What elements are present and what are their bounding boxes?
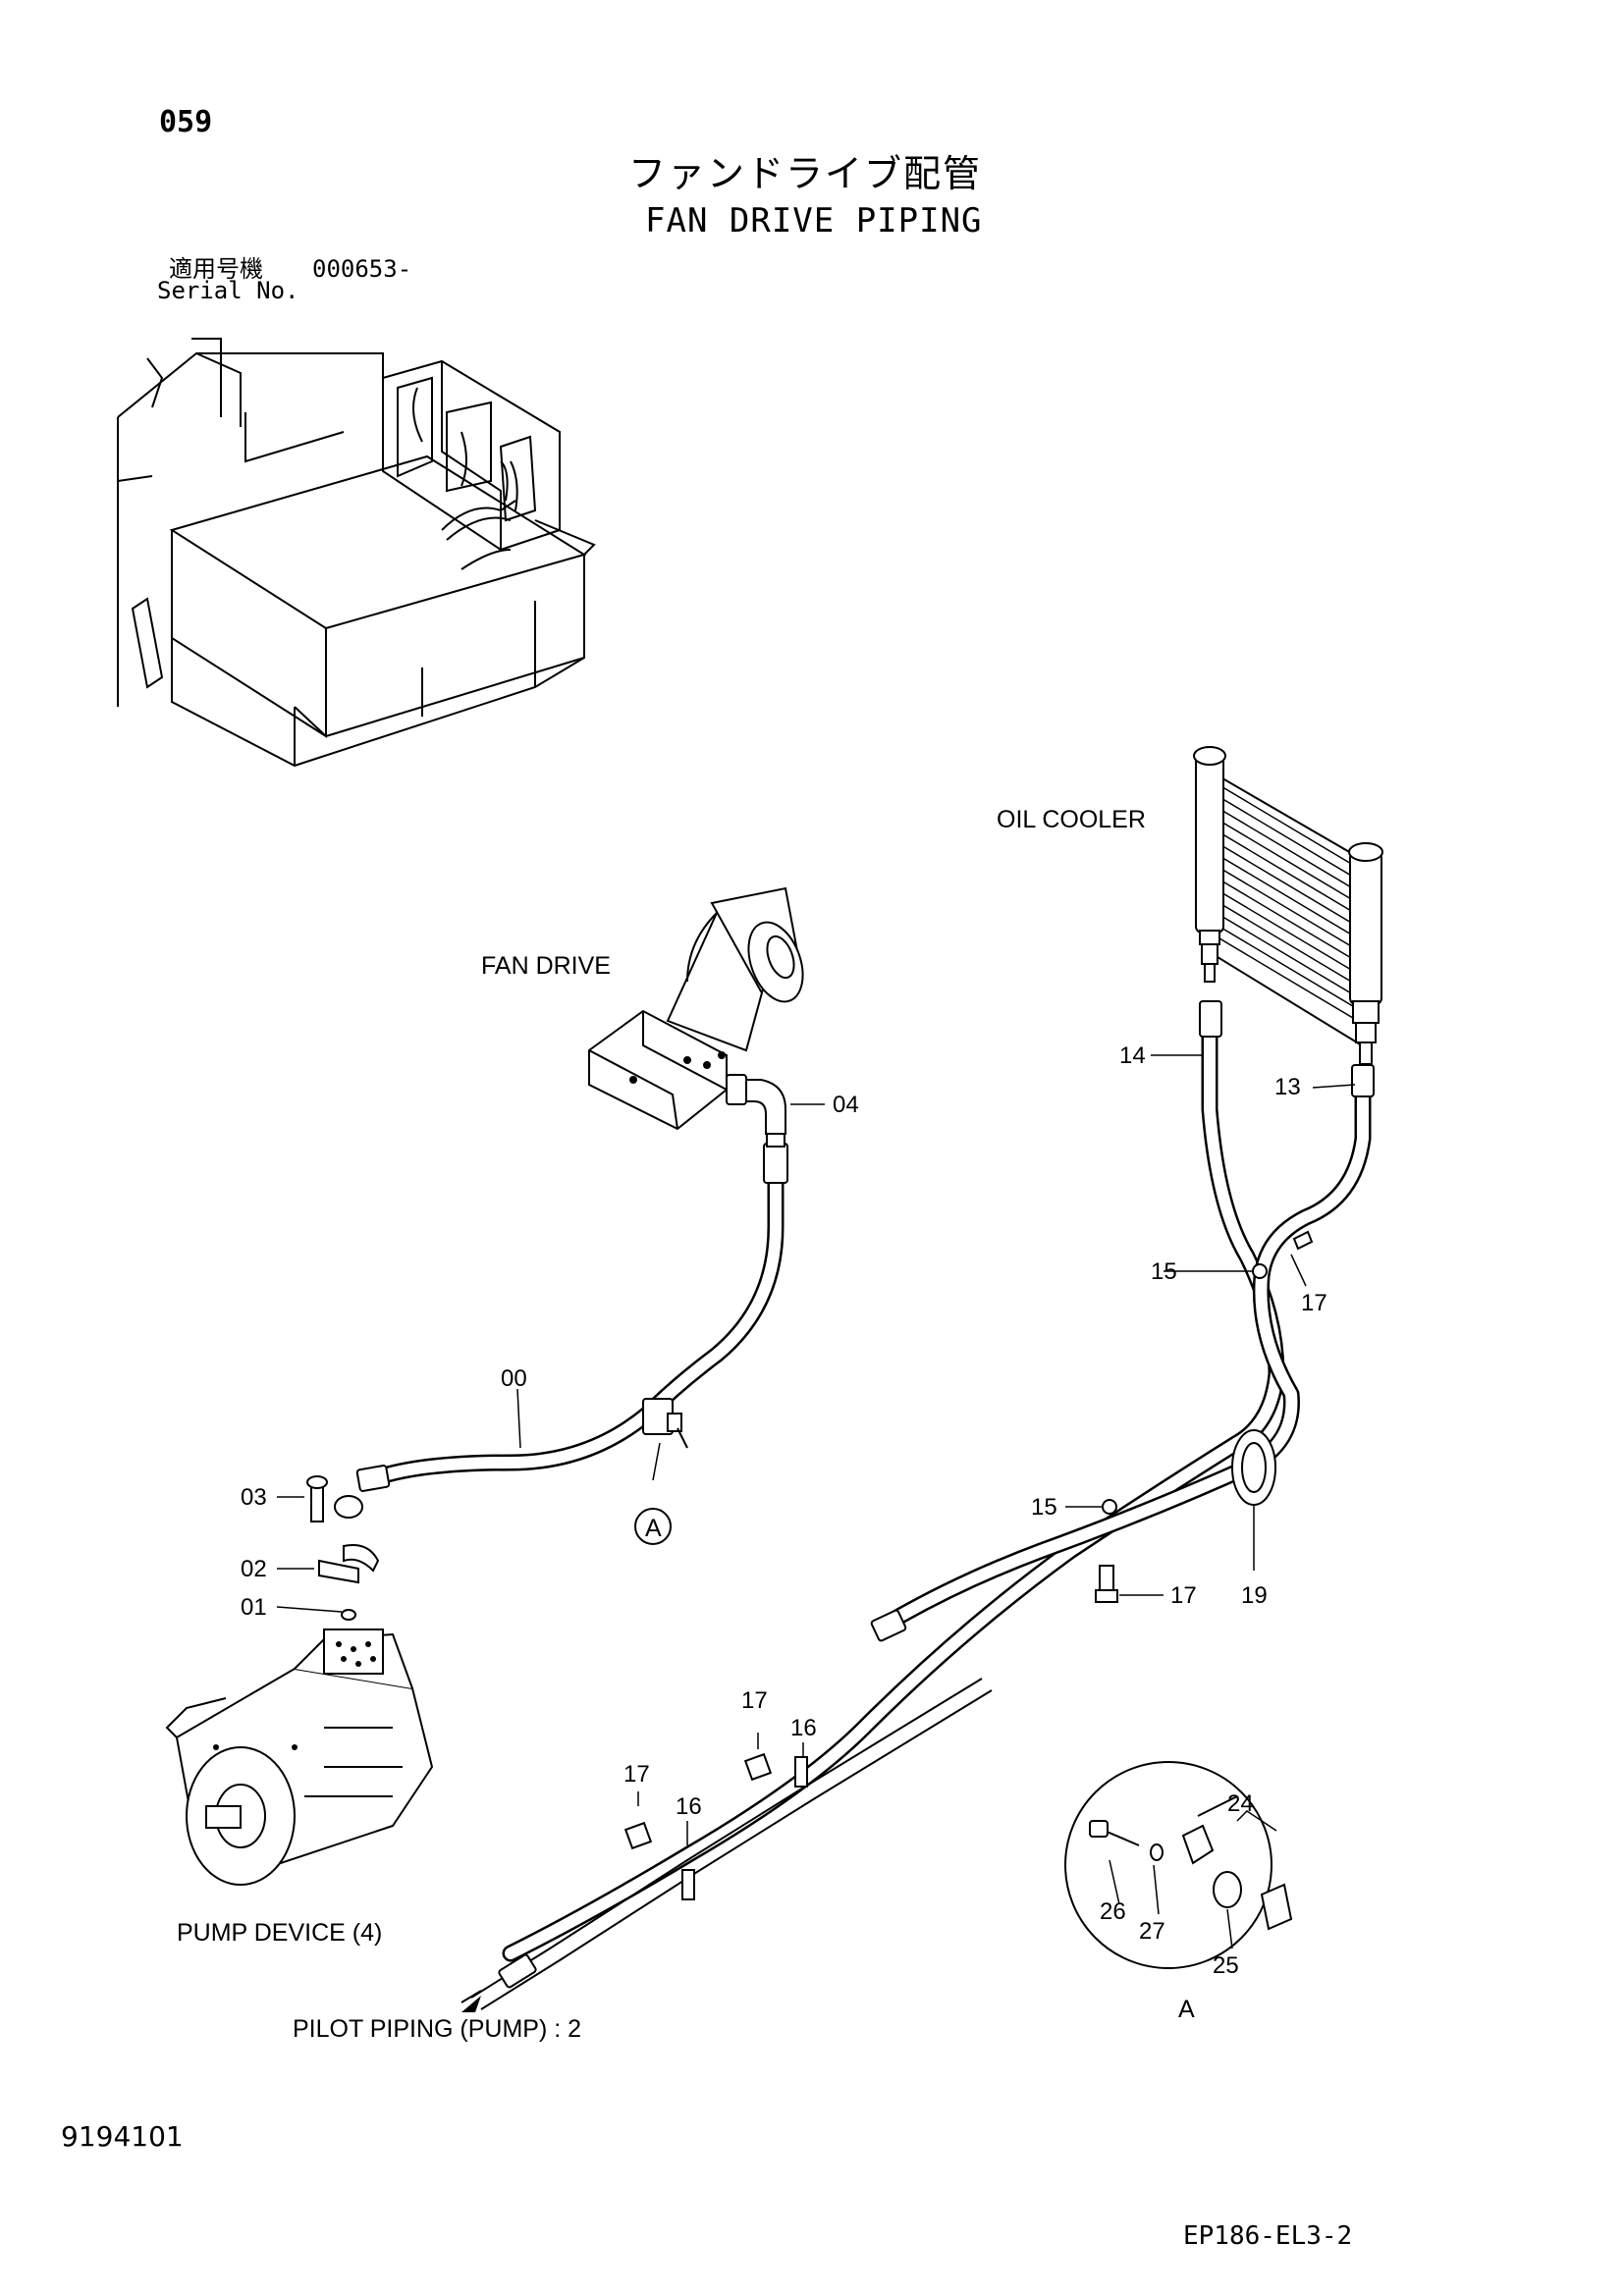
- machine-overview-illustration: [117, 338, 596, 768]
- serial-label-jp: 適用号機: [169, 255, 263, 283]
- serial-value: 000653-: [312, 255, 412, 283]
- part-number-27: 27: [1139, 1918, 1165, 1945]
- fan-drive-motor-illustration: [588, 886, 804, 1131]
- hose-clamps: [642, 1263, 1276, 1900]
- page-number: 059: [159, 105, 213, 139]
- pump-fittings-01-02-03: [306, 1475, 380, 1621]
- part-number-16-left: 16: [676, 1793, 702, 1820]
- pump-device-label: PUMP DEVICE (4): [177, 1919, 382, 1947]
- part-number-17-right: 17: [741, 1687, 768, 1714]
- part-number-26: 26: [1100, 1898, 1126, 1925]
- part-number-15-lower: 15: [1031, 1494, 1057, 1521]
- detail-a-label: A: [1178, 1996, 1195, 2023]
- detail-a-marker-label: A: [645, 1515, 662, 1542]
- leader-lines: [276, 1054, 1356, 1949]
- document-number: 9194101: [61, 2120, 184, 2153]
- reference-code: EP186-EL3-2: [1183, 2221, 1353, 2251]
- hose-fittings: [355, 1000, 1375, 2012]
- part-number-17-left: 17: [623, 1761, 650, 1788]
- part-number-00: 00: [501, 1365, 527, 1392]
- part-number-01: 01: [241, 1594, 267, 1621]
- title-japanese: ファンドライブ配管: [628, 152, 983, 195]
- part-number-04: 04: [833, 1092, 859, 1118]
- pump-device-illustration: [165, 1629, 434, 1886]
- elbow-fitting-04: [726, 1074, 786, 1135]
- detail-a-callout: [1064, 1761, 1293, 1969]
- oil-cooler-illustration: [1193, 746, 1383, 1065]
- serial-label-en: Serial No.: [157, 277, 299, 304]
- part-number-25: 25: [1213, 1952, 1239, 1979]
- part-number-24: 24: [1227, 1790, 1254, 1817]
- part-number-17-top: 17: [1301, 1290, 1327, 1316]
- part-number-16-right: 16: [790, 1715, 817, 1741]
- part-number-03: 03: [241, 1484, 267, 1511]
- part-number-19: 19: [1241, 1582, 1268, 1609]
- hose-assembly: [369, 1012, 1372, 2010]
- part-number-17-middle: 17: [1170, 1582, 1197, 1609]
- part-number-14: 14: [1119, 1042, 1146, 1069]
- bolts-17: [623, 1230, 1314, 1850]
- pilot-piping-label: PILOT PIPING (PUMP) : 2: [293, 2015, 581, 2043]
- part-number-15-upper: 15: [1151, 1258, 1177, 1285]
- oil-cooler-label: OIL COOLER: [997, 806, 1146, 833]
- title-english: FAN DRIVE PIPING: [645, 201, 983, 240]
- fan-drive-label: FAN DRIVE: [481, 952, 611, 980]
- part-number-02: 02: [241, 1556, 267, 1582]
- part-number-13: 13: [1274, 1074, 1301, 1100]
- detail-a-marker: [634, 1508, 672, 1545]
